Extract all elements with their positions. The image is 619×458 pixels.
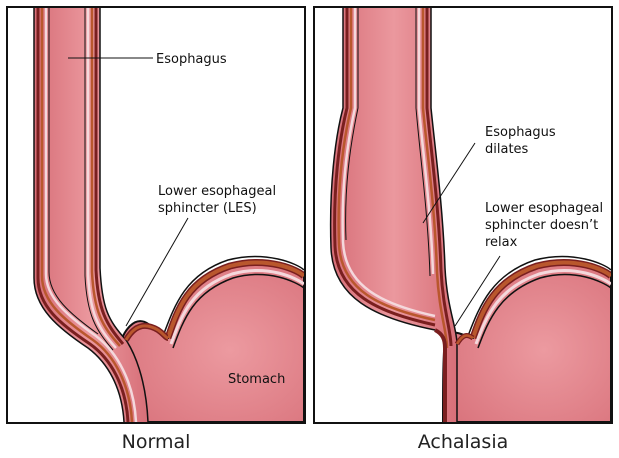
normal-stomach (119, 263, 304, 423)
dilates-label-line1: Esophagus (485, 125, 556, 140)
achalasia-stomach (443, 263, 611, 423)
achalasia-les-label-line1: Lower esophageal (485, 201, 603, 216)
achalasia-caption: Achalasia (313, 431, 613, 453)
normal-esophagus-illustration: Esophagus Lower esophageal sphincter (LE… (8, 8, 304, 422)
achalasia-panel: Esophagus dilates Lower esophageal sphin… (313, 6, 613, 424)
esophagus-label: Esophagus (156, 52, 227, 67)
dilates-label-line2: dilates (485, 142, 529, 157)
les-label-line1: Lower esophageal (158, 184, 276, 199)
normal-panel: Esophagus Lower esophageal sphincter (LE… (6, 6, 306, 424)
achalasia-les-label-line2: sphincter doesn’t (485, 218, 598, 233)
les-label-line2: sphincter (LES) (158, 201, 257, 216)
achalasia-les-label-line3: relax (485, 235, 518, 250)
normal-caption: Normal (6, 431, 306, 453)
stomach-label: Stomach (228, 372, 285, 387)
achalasia-esophagus-illustration: Esophagus dilates Lower esophageal sphin… (315, 8, 611, 422)
